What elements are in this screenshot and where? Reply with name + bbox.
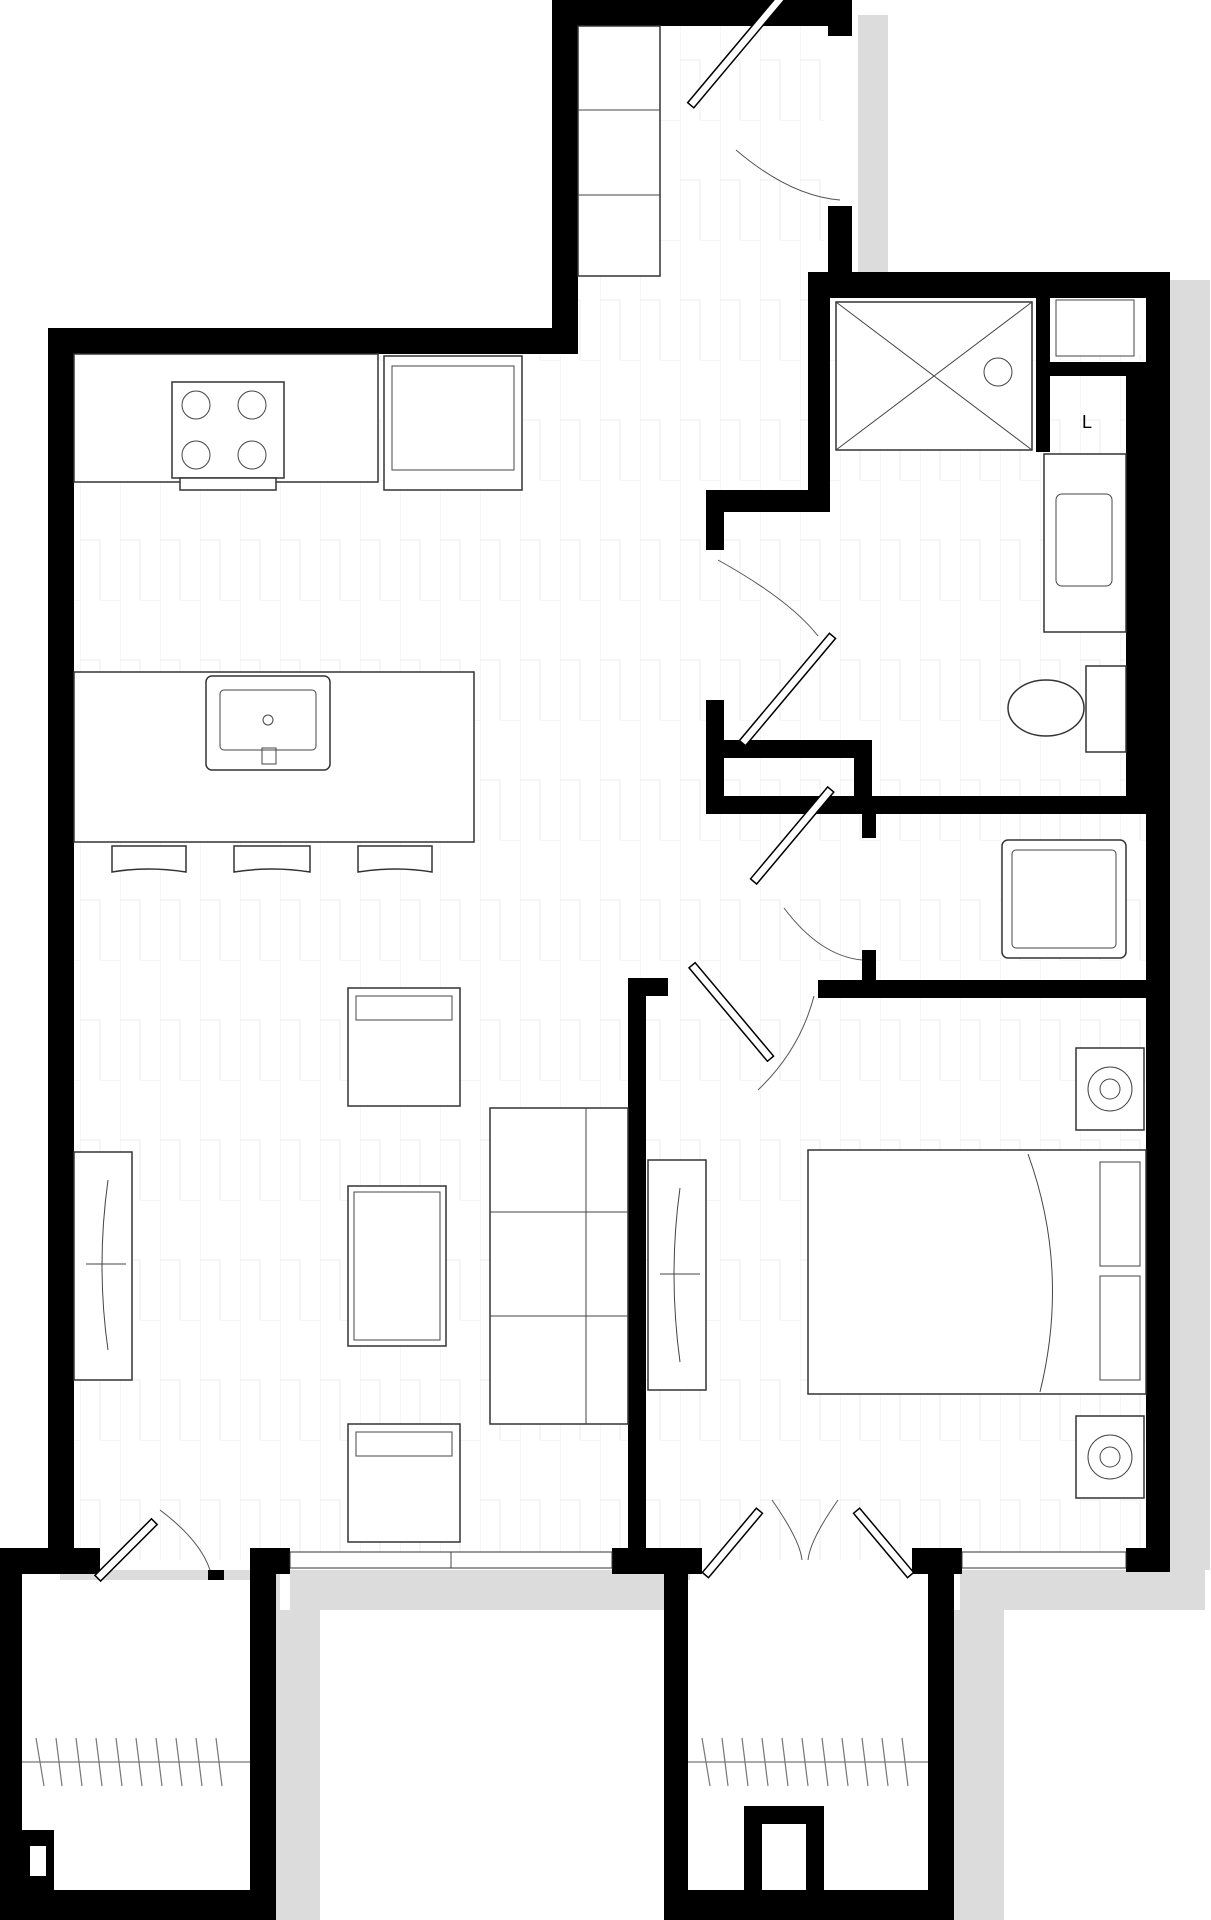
- entry-shelving: [577, 25, 661, 277]
- bar-stools: [111, 845, 433, 873]
- gas-range: [171, 381, 285, 491]
- shower: [835, 301, 1033, 451]
- bed: [807, 1149, 1147, 1395]
- coffee-table: [347, 1185, 447, 1347]
- linen-closet-label: L: [1082, 412, 1092, 432]
- wall-shadows: [60, 15, 1210, 1920]
- sofa: [489, 1107, 629, 1425]
- laundry-door[interactable]: [749, 785, 863, 961]
- bedroom-closet: [688, 1737, 928, 1787]
- tv-console: [73, 1151, 133, 1381]
- windows: [289, 1551, 1127, 1569]
- refrigerator: [383, 355, 523, 491]
- linen-closet: L: [1055, 299, 1135, 432]
- washer-dryer: [1001, 839, 1127, 959]
- vanity: [1043, 453, 1127, 633]
- bathroom-door[interactable]: [717, 559, 837, 747]
- exterior-walls: [0, 0, 1170, 1574]
- closet-walls: [0, 1548, 954, 1920]
- armchairs: [347, 987, 461, 1543]
- living-closet: [22, 1737, 250, 1787]
- nightstands: [1075, 1047, 1145, 1499]
- bedroom-tv-console: [647, 1159, 707, 1391]
- island-sink: [205, 675, 331, 771]
- living-closet-door[interactable]: [93, 1509, 224, 1583]
- bedroom-closet-doors[interactable]: [701, 1499, 915, 1579]
- toilet: [1007, 665, 1127, 753]
- bathroom-walls: [706, 272, 1146, 814]
- bedroom-walls: [628, 808, 1166, 1572]
- entry-door[interactable]: [686, 0, 841, 201]
- bedroom-door[interactable]: [687, 961, 815, 1091]
